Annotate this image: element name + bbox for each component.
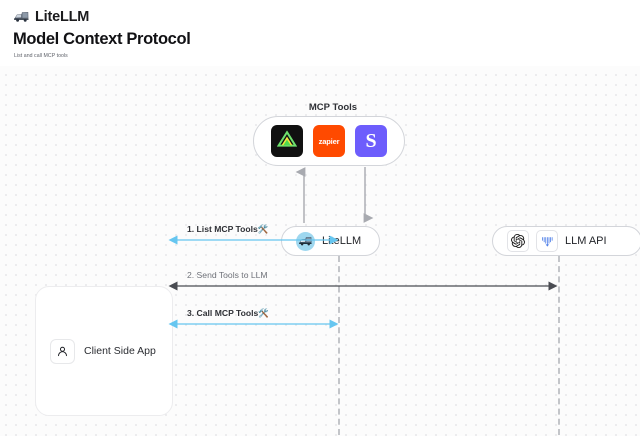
page-subtitle: List and call MCP tools — [14, 53, 68, 59]
zapier-icon: zapier — [318, 136, 340, 146]
brand-name: LiteLLM — [35, 9, 90, 25]
tools-emoji-icon: 🛠️ — [258, 308, 270, 318]
openai-icon — [507, 230, 529, 252]
edge-list-mcp-tools-label: 1. List MCP Tools🛠️ — [187, 224, 269, 234]
edge-send-tools-to-llm-label: 2. Send Tools to LLM — [187, 270, 268, 280]
tools-emoji-icon: 🛠️ — [257, 224, 269, 234]
edge-call-mcp-tools — [168, 314, 348, 334]
zapier-tool-tile[interactable]: zapier — [313, 125, 345, 157]
lifeline-litellm — [338, 256, 340, 436]
client-side-app-node[interactable]: Client Side App — [35, 286, 173, 416]
mcp-tools-label: MCP Tools — [308, 102, 358, 113]
edge-send-tools-to-llm — [168, 276, 568, 296]
truck-icon — [14, 11, 29, 24]
client-side-app-label: Client Side App — [84, 345, 156, 357]
triangle-logo-icon — [276, 129, 298, 153]
edge-tools-up — [295, 166, 312, 224]
edge-tools-down — [357, 166, 374, 224]
edge-call-mcp-tools-label: 3. Call MCP Tools🛠️ — [187, 308, 270, 318]
node-llm-api[interactable]: LLM API — [492, 226, 640, 256]
diagram-canvas: MCP Tools zapier S — [0, 66, 640, 436]
mcp-tools-group: zapier S — [253, 116, 405, 166]
dark-triangle-tool-tile[interactable] — [271, 125, 303, 157]
node-llm-api-label: LLM API — [565, 235, 607, 247]
anthropic-icon — [536, 230, 558, 252]
person-icon — [50, 338, 75, 364]
lifeline-llm-api — [558, 256, 560, 436]
slack-s-tool-tile[interactable]: S — [355, 125, 387, 157]
letter-s-icon: S — [365, 130, 377, 152]
edge-list-mcp-tools — [168, 230, 348, 250]
brand: LiteLLM — [14, 7, 89, 27]
page-title: Model Context Protocol — [13, 30, 191, 48]
